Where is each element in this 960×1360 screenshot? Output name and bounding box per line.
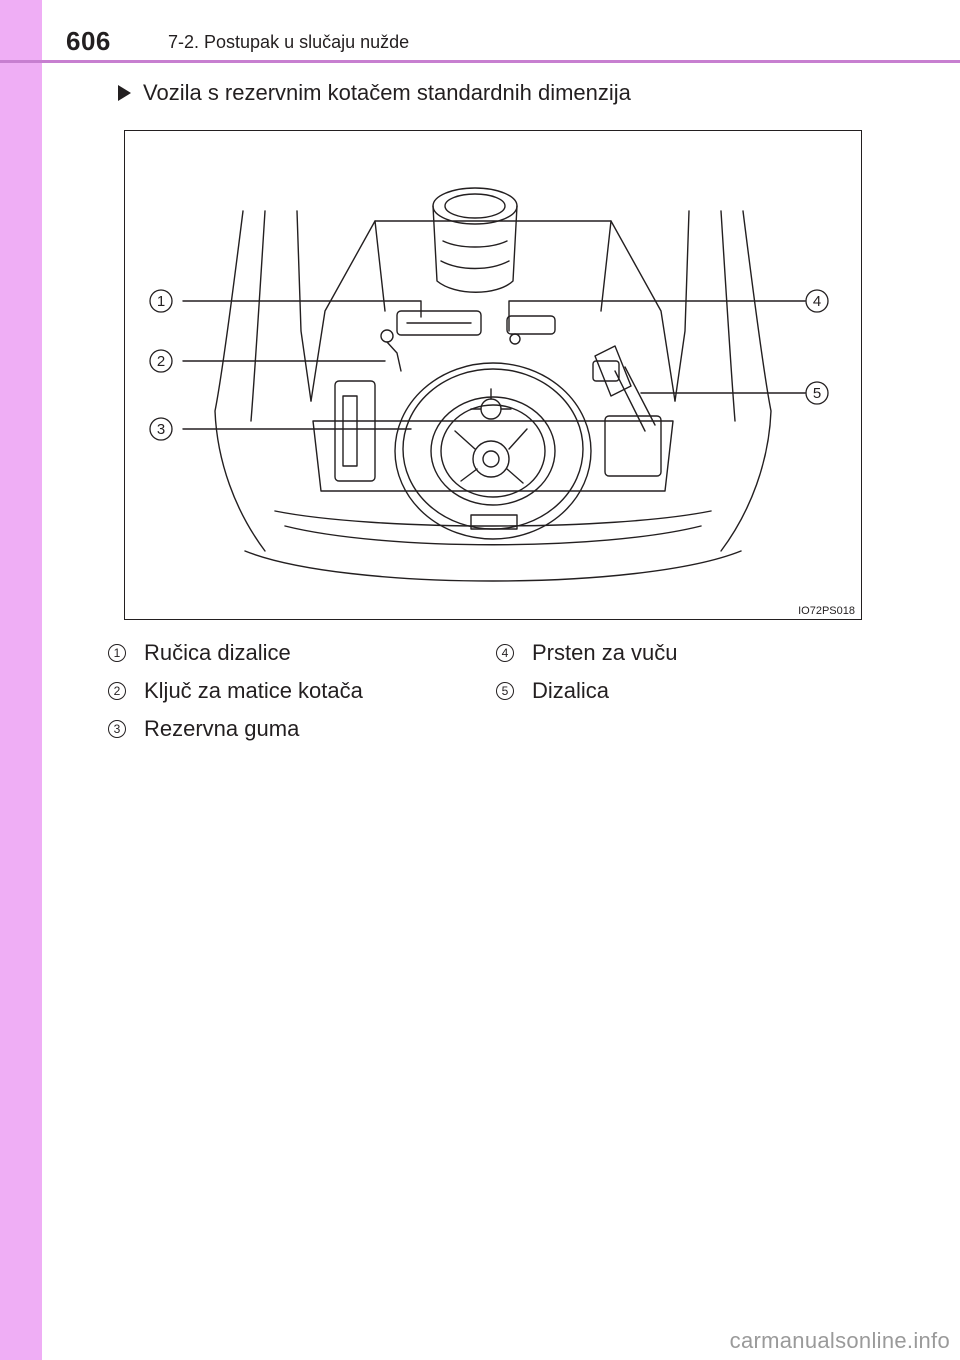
callout-2-circle <box>149 349 173 373</box>
number-5-icon: 5 <box>496 682 514 700</box>
bullet-text: Vozila s rezervnim kotačem standardnih d… <box>143 80 631 105</box>
number-1-icon: 1 <box>108 644 126 662</box>
legend-label-3: Rezervna guma <box>144 716 300 741</box>
legend-label-2: Ključ za matice kotača <box>144 678 363 703</box>
callout-3-circle <box>149 417 173 441</box>
header-rule <box>0 60 960 63</box>
legend-item-4: 4 Prsten za vuču <box>496 640 678 666</box>
number-3-icon: 3 <box>108 720 126 738</box>
side-band <box>0 0 42 1360</box>
bullet-row: Vozila s rezervnim kotačem standardnih d… <box>118 80 631 106</box>
page-number: 606 <box>66 26 111 56</box>
legend-item-5: 5 Dizalica <box>496 678 609 704</box>
callout-2: 2 <box>157 353 165 370</box>
section-title: 7-2. Postupak u slučaju nužde <box>168 32 410 52</box>
triangle-bullet-icon <box>118 85 131 101</box>
legend-label-1: Ručica dizalice <box>144 640 291 665</box>
number-2-icon: 2 <box>108 682 126 700</box>
legend-label-5: Dizalica <box>532 678 610 703</box>
callout-5-circle <box>805 381 829 405</box>
legend-label-4: Prsten za vuču <box>532 640 678 665</box>
trunk-illustration: 1 2 3 4 5 IO72PS018 <box>124 130 862 620</box>
trunk-drawing: 1 2 3 4 5 <box>149 187 829 582</box>
figure-code: IO72PS018 <box>798 605 855 617</box>
number-4-icon: 4 <box>496 644 514 662</box>
legend-item-1: 1 Ručica dizalice <box>108 640 291 666</box>
callout-5: 5 <box>813 385 821 402</box>
legend-item-3: 3 Rezervna guma <box>108 716 299 742</box>
watermark[interactable]: carmanualsonline.info <box>729 1328 950 1353</box>
legend-item-2: 2 Ključ za matice kotača <box>108 678 363 704</box>
callout-3: 3 <box>157 421 165 438</box>
callout-1-circle <box>149 289 173 313</box>
callout-4: 4 <box>813 293 821 310</box>
callout-1: 1 <box>157 293 165 310</box>
callout-4-circle <box>805 289 829 313</box>
